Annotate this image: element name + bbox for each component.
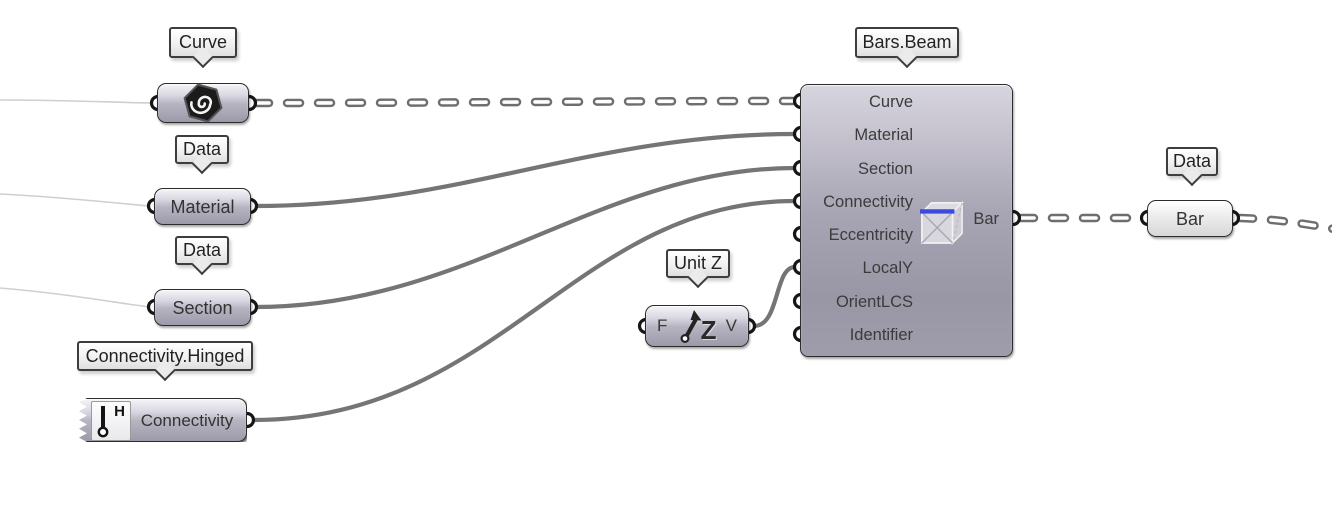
balloon-curve-label: Curve — [178, 32, 227, 52]
balloon-beam[interactable]: Bars.Beam — [855, 27, 959, 69]
balloon-curve[interactable]: Curve — [169, 27, 237, 69]
wire-material-to-beam[interactable] — [255, 131, 796, 209]
balloon-connectivity[interactable]: Connectivity.Hinged — [77, 341, 253, 382]
balloon-material-label: Data — [182, 139, 222, 159]
wire-unitz-to-beam[interactable] — [753, 264, 796, 329]
wire-section-to-beam[interactable] — [255, 165, 796, 310]
beam-input-eccentricity: Eccentricity — [828, 226, 913, 244]
beam-input-material: Material — [854, 126, 913, 144]
unitz-output-label: V — [725, 316, 737, 335]
wire-connectivity-to-beam[interactable] — [252, 198, 796, 423]
wire-offscreen-to-section[interactable] — [0, 287, 150, 308]
balloon-unitz-label: Unit Z — [673, 253, 722, 273]
material-param-label: Material — [170, 196, 235, 217]
balloon-section[interactable]: Data — [175, 236, 229, 276]
balloon-beam-label: Bars.Beam — [862, 32, 952, 52]
balloon-unitz[interactable]: Unit Z — [666, 249, 730, 289]
hinged-letter: H — [114, 403, 125, 420]
balloon-section-label: Data — [182, 240, 222, 260]
balloon-material[interactable]: Data — [175, 135, 229, 175]
beam-cube-icon — [920, 200, 964, 245]
wire-bar-to-offscreen-core — [1238, 216, 1332, 231]
unit-z-vector-icon: Z — [677, 307, 717, 345]
bars-beam-component[interactable]: Curve Material Section Connectivity Ecce… — [800, 84, 1013, 357]
connectivity-param-component[interactable]: H Connectivity — [79, 398, 247, 442]
hinged-pin-icon: H — [91, 401, 131, 441]
connectivity-param-label: Connectivity — [140, 410, 234, 430]
unitz-icon-letter: Z — [700, 315, 717, 345]
beam-input-identifier: Identifier — [849, 326, 913, 344]
bar-param-component[interactable]: Bar — [1147, 200, 1233, 237]
material-param-component[interactable]: Material — [154, 188, 251, 225]
beam-input-section: Section — [857, 160, 913, 178]
bar-param-label: Bar — [1175, 208, 1204, 229]
balloon-connectivity-label: Connectivity.Hinged — [85, 345, 245, 366]
section-param-component[interactable]: Section — [154, 289, 251, 326]
beam-input-localy: LocalY — [862, 259, 913, 277]
unitz-component[interactable]: F Z V — [645, 305, 749, 347]
balloon-bar[interactable]: Data — [1166, 147, 1218, 187]
beam-input-orientlcs: OrientLCS — [835, 293, 913, 311]
curve-spiral-hexagon-icon — [183, 83, 223, 123]
beam-input-connectivity: Connectivity — [823, 193, 913, 211]
wire-offscreen-to-curve[interactable] — [0, 99, 152, 104]
wire-curve-to-beam[interactable] — [251, 96, 799, 108]
balloon-bar-label: Data — [1172, 151, 1212, 171]
curve-param-component[interactable] — [157, 83, 249, 123]
unitz-input-label: F — [657, 316, 668, 335]
section-param-label: Section — [172, 297, 233, 318]
beam-input-curve: Curve — [868, 93, 913, 111]
beam-output-bar: Bar — [973, 210, 999, 228]
wire-curve-to-beam-core — [254, 99, 796, 105]
wire-offscreen-to-material[interactable] — [0, 193, 150, 207]
